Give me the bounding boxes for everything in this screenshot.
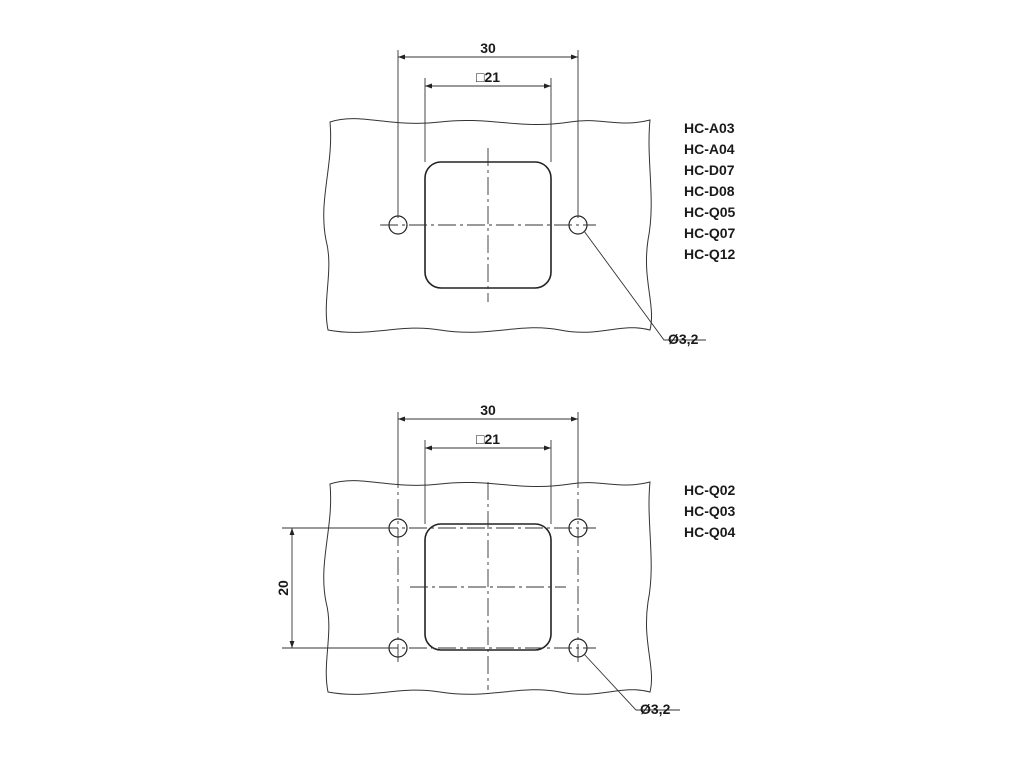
top-connector-type: HC-D08 [684, 183, 735, 199]
top-dim-21-label: □21 [476, 69, 500, 85]
top-plate-outline [323, 118, 653, 333]
bottom-dim-30-label: 30 [480, 402, 496, 418]
bottom-connector-type: HC-Q03 [684, 503, 736, 519]
bottom-leader [583, 653, 680, 711]
bottom-connector-type: HC-Q04 [684, 524, 736, 540]
top-connector-type: HC-Q05 [684, 204, 736, 220]
bottom-view: 30 □21 20 Ø3,2 HC-Q02 HC-Q03 HC-Q04 [275, 402, 736, 717]
top-connector-type: HC-A03 [684, 120, 735, 136]
top-connector-type: HC-D07 [684, 162, 735, 178]
bottom-connector-list: HC-Q02 HC-Q03 HC-Q04 [684, 482, 736, 540]
top-connector-type: HC-Q12 [684, 246, 736, 262]
bottom-hole-diameter-label: Ø3,2 [640, 701, 671, 717]
top-connector-type: HC-Q07 [684, 225, 736, 241]
top-dim-30-label: 30 [480, 40, 496, 56]
bottom-dim-20-label: 20 [275, 580, 291, 596]
top-connector-type: HC-A04 [684, 141, 735, 157]
top-view: 30 □21 Ø3,2 HC-A03 HC-A04 HC-D07 HC-D08 … [323, 40, 736, 347]
bottom-plate-outline [323, 480, 653, 695]
bottom-dim-21-label: □21 [476, 431, 500, 447]
top-hole-diameter-label: Ø3,2 [668, 331, 699, 347]
top-connector-list: HC-A03 HC-A04 HC-D07 HC-D08 HC-Q05 HC-Q0… [684, 120, 736, 262]
top-leader [583, 230, 706, 341]
bottom-connector-type: HC-Q02 [684, 482, 736, 498]
